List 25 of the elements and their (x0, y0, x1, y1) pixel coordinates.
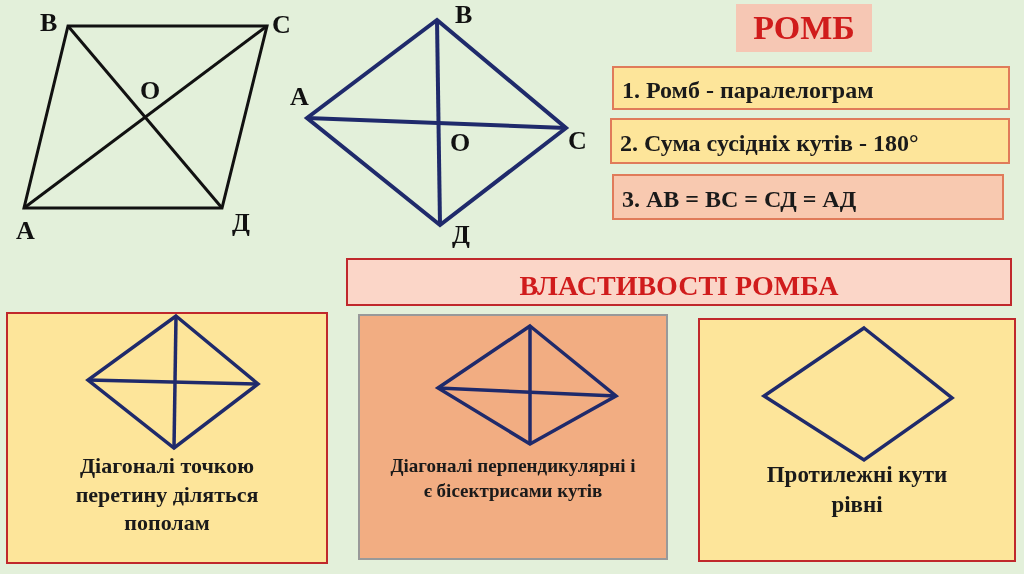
property-text: 1. Ромб - паралелограм (621, 76, 875, 105)
vertex-label: В (40, 10, 58, 36)
property-text: 3. АВ = ВС = СД = АД (621, 185, 858, 214)
vertex-label: В (455, 2, 473, 28)
description-text: Діагоналі перпендикулярні і є бісектрисами кутів (389, 454, 637, 503)
property-box (610, 118, 1010, 164)
vertex-label: С (272, 12, 291, 38)
property-card (698, 318, 1016, 562)
vertex-label: Д (232, 210, 250, 236)
property-box (612, 174, 1004, 220)
description-text: Протилежні кути рівні (765, 461, 949, 519)
vertex-label: Д (452, 222, 470, 248)
vertex-label: А (290, 84, 309, 110)
property-card (6, 312, 328, 564)
title: РОМБ (736, 4, 872, 52)
heading-band (346, 258, 1012, 306)
property-card (358, 314, 668, 560)
vertex-label: О (450, 130, 471, 156)
heading: ВЛАСТИВОСТІ РОМБА (518, 269, 840, 303)
property-box (612, 66, 1010, 110)
vertex-label: С (568, 128, 587, 154)
vertex-label: О (140, 78, 161, 104)
description-text: Діагоналі точкою перетину діляться пополам (74, 452, 260, 538)
vertex-label: А (16, 218, 35, 244)
property-text: 2. Сума сусідніх кутів - 180° (619, 129, 920, 158)
